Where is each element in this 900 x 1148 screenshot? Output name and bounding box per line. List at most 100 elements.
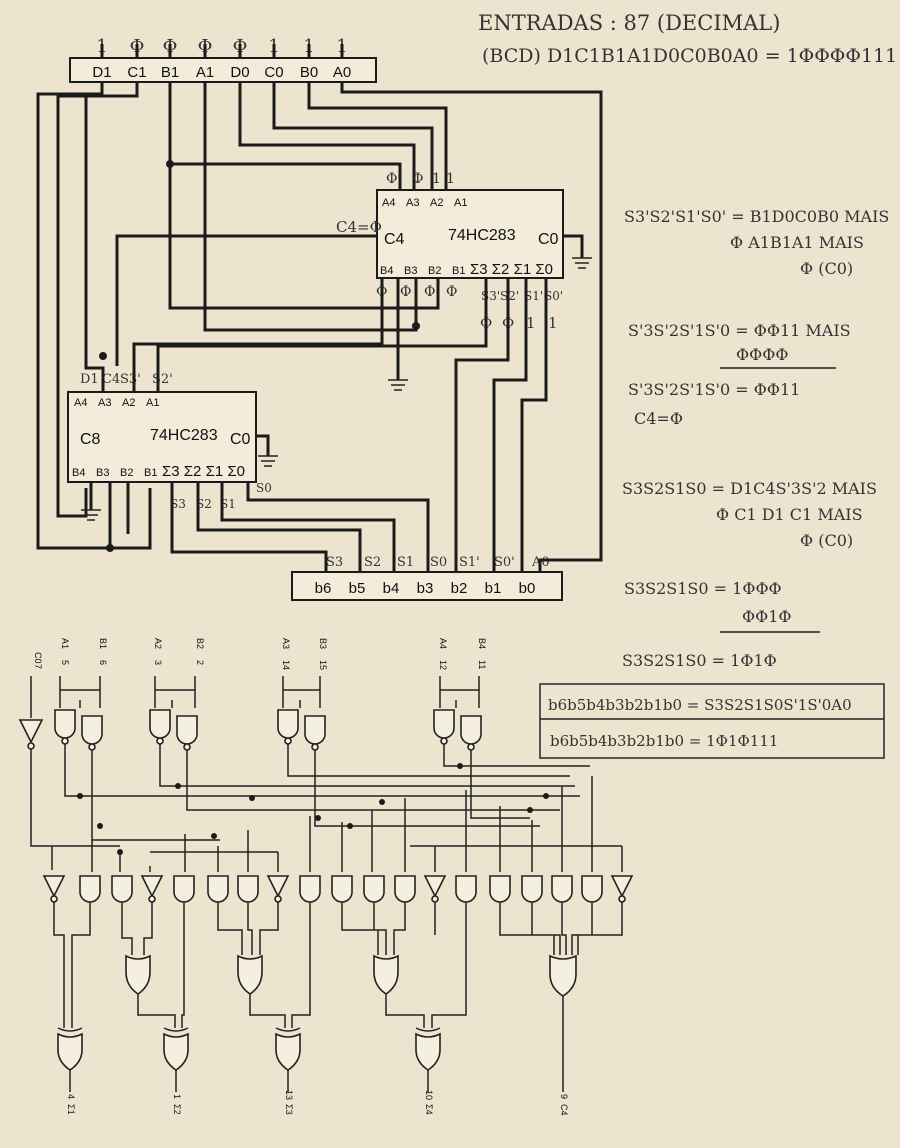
header-line-1: ENTRADAS : 87 (DECIMAL) (478, 11, 780, 35)
out-b3: b3 (417, 580, 434, 597)
in-b2-name: B2 (195, 638, 205, 649)
in-a4-pin: 12 (438, 660, 448, 670)
top-cin-pin: C4 (384, 231, 405, 248)
out-s3-name: Σ3 (284, 1104, 294, 1115)
adder-top-body (376, 189, 564, 279)
top-a4-val: Φ (386, 171, 397, 187)
out-in-s0p: S0' (494, 555, 515, 570)
logic-section: C0 7 A1 5 B1 6 A2 3 B2 2 A3 14 B3 15 A4 … (18, 638, 634, 1116)
top-pin-a4: A4 (382, 197, 395, 209)
out-s3-pin: 13 (284, 1090, 294, 1100)
top-a1-val: 1 (446, 171, 455, 187)
input-label-d0: D0 (230, 64, 249, 81)
top-s0p-label: S0' (544, 289, 563, 303)
input-label-d1: D1 (92, 64, 111, 81)
note4-line1: S3S2S1S0 = D1C4S'3S'2 MAIS (622, 479, 877, 498)
top-b3-val: Φ (400, 284, 411, 300)
out-in-s0: S0 (430, 555, 447, 570)
adder-top: A4 A3 A2 A1 C4 74HC283 C0 B4 B3 B2 B1 Σ3… (336, 171, 564, 332)
input-label-a1: A1 (196, 64, 214, 81)
in-a1-pin: 5 (60, 660, 70, 665)
in-b4-pin: 11 (477, 660, 487, 669)
result-box-frame (539, 683, 885, 759)
in-b2-pin: 2 (195, 660, 205, 665)
in-a2-pin: 3 (153, 660, 163, 665)
in-a2-name: A2 (153, 638, 163, 649)
bot-cin-pin: C8 (80, 431, 101, 448)
out-b6: b6 (315, 580, 332, 597)
in-c0-name: C0 (33, 652, 43, 664)
out-b0: b0 (519, 580, 536, 597)
in-b3-pin: 15 (318, 660, 328, 670)
logic-bus-lines (30, 744, 623, 872)
xor-gates (57, 1027, 441, 1092)
in-a3-pin: 14 (281, 660, 291, 670)
out-in-s3: S3 (326, 555, 343, 570)
top-b1-val: Φ (446, 284, 457, 300)
adder-bottom-body (67, 391, 257, 483)
out-s2-pin: 1 (172, 1094, 182, 1099)
out-s4-pin: 10 (424, 1090, 434, 1100)
in-b4-name: B4 (477, 638, 487, 649)
out-s4-name: Σ4 (424, 1104, 434, 1115)
top-sum-pins: Σ3 Σ2 Σ1 Σ0 (470, 261, 553, 278)
in-a3-name: A3 (281, 638, 291, 649)
bot-pin-a1: A1 (146, 397, 159, 409)
logic-bus-dots (77, 763, 549, 855)
bot-s3-label: S3 (170, 497, 186, 511)
bot-cout-pin: C0 (230, 431, 251, 448)
note2-line1: S'3S'2S'1S'0 = ΦΦ11 MAIS (628, 321, 851, 340)
out-b2: b2 (451, 580, 468, 597)
ground-symbols (81, 257, 592, 521)
result-line-1: b6b5b4b3b2b1b0 = S3S2S1S0S'1S'0A0 (548, 696, 852, 714)
row1-gates (18, 709, 482, 751)
top-pin-a1: A1 (454, 197, 467, 209)
top-b2-val: Φ (424, 284, 435, 300)
bot-a1-in: S2' (152, 372, 173, 387)
in-b1-pin: 6 (98, 660, 108, 665)
row2-gates (42, 875, 634, 903)
input-label-b0: B0 (300, 64, 318, 81)
top-s1p-label: S1' (524, 289, 543, 303)
note6: S3S2S1S0 = 1Φ1Φ (622, 651, 777, 670)
top-s2p-label: S2' (500, 289, 519, 303)
bot-chip-name: 74HC283 (150, 427, 218, 444)
bot-pin-b3: B3 (96, 467, 109, 479)
bot-pin-a2: A2 (122, 397, 135, 409)
top-pin-b4: B4 (380, 265, 393, 277)
top-pin-a3: A3 (406, 197, 419, 209)
upper-wiring (36, 44, 603, 572)
input-label-a0: A0 (333, 64, 351, 81)
input-label-b1: B1 (161, 64, 179, 81)
input-bus: 1 Φ Φ Φ Φ 1 1 1 D1 C1 B1 A1 D0 C0 B0 A0 (69, 36, 377, 83)
bot-pin-b4: B4 (72, 467, 85, 479)
header-line-2: (BCD) D1C1B1A1D0C0B0A0 = 1ΦΦΦΦ111 (482, 45, 897, 67)
input-label-c0: C0 (264, 64, 283, 81)
output-bus: S3 S2 S1 S0 S1' S0' A0 b6 b5 b4 b3 b2 b1… (291, 555, 563, 601)
bot-a4-in: D1 (80, 372, 99, 387)
bot-a2-in: S3' (120, 372, 141, 387)
bot-pin-a3: A3 (98, 397, 111, 409)
top-pin-b2: B2 (428, 265, 441, 277)
out-c4-name: C4 (559, 1104, 569, 1116)
out-in-s1: S1 (397, 555, 414, 570)
out-b1: b1 (485, 580, 502, 597)
out-in-s2: S2 (364, 555, 381, 570)
out-s2-name: Σ2 (172, 1104, 182, 1115)
out-s1-pin: 4 (66, 1094, 76, 1099)
note5-line2: ΦΦ1Φ (742, 607, 792, 626)
top-s1p-val: 1 (526, 314, 536, 332)
in-b1-name: B1 (98, 638, 108, 649)
in-c0-pin: 7 (33, 664, 43, 669)
note1-line2: Φ A1B1A1 MAIS (730, 233, 864, 252)
output-bus-box (291, 571, 563, 601)
out-in-s1p: S1' (459, 555, 480, 570)
top-chip-name: 74HC283 (448, 227, 516, 244)
input-bus-box (69, 57, 377, 83)
top-pin-b3: B3 (404, 265, 417, 277)
top-cin-note: C4=Φ (336, 218, 382, 236)
in-a4-name: A4 (438, 638, 448, 649)
top-s3p-label: S3' (481, 289, 500, 303)
wire-junctions (99, 160, 420, 552)
